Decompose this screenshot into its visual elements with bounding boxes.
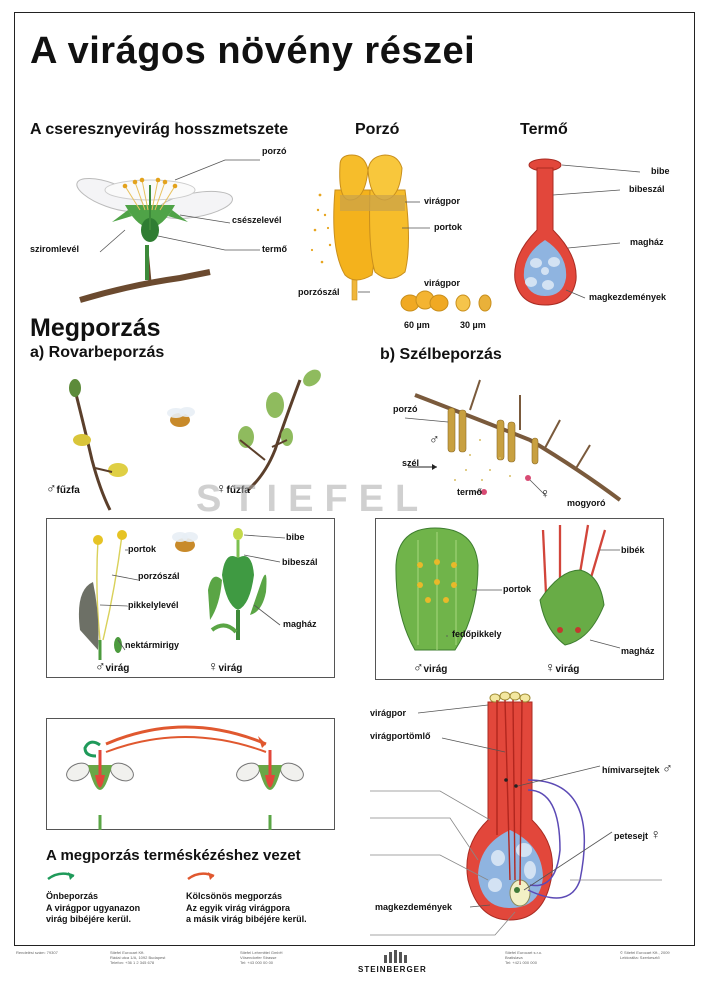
label-nektarmirigy: nektármirigy bbox=[125, 640, 180, 650]
heading-stamen: Porzó bbox=[355, 121, 400, 138]
label-wind-porzo: porzó bbox=[393, 404, 418, 414]
page-title: A virágos növény részei bbox=[30, 30, 476, 72]
label-wind-virag-male: ♂virág bbox=[413, 659, 448, 675]
label-pt-viragportomlo: virágportömlő bbox=[370, 731, 431, 741]
footer-col2: Stiefel Lehrmittel GmbH Vösendorfer Stra… bbox=[240, 950, 283, 965]
legend-self-title: Önbeporzás bbox=[46, 891, 99, 901]
heading-result: A megporzás terméskézéshez vezet bbox=[46, 847, 301, 864]
label-bibek: bibék bbox=[621, 545, 645, 555]
female-symbol-icon: ♀ bbox=[650, 826, 662, 842]
footer-brand: STEINBERGER bbox=[358, 965, 427, 974]
label-pt-viragpor: virágpor bbox=[370, 708, 407, 718]
footer-col3: Stiefel Eurocart s.r.o. Bratislava Tel: … bbox=[505, 950, 543, 965]
label-bibe: bibe bbox=[651, 166, 670, 176]
watermark: STIEFEL bbox=[196, 478, 430, 520]
label-fuzfa-female: ♀fűzfa bbox=[216, 480, 250, 496]
label-sziromlevel: sziromlevél bbox=[30, 244, 80, 254]
label-ins-portok: portok bbox=[128, 544, 156, 554]
male-symbol-icon: ♂ bbox=[413, 659, 424, 675]
label-wind-maghaz: magház bbox=[621, 646, 655, 656]
label-viragpor: virágpor bbox=[424, 196, 461, 206]
heading-insect-pollination: a) Rovarbeporzás bbox=[30, 344, 165, 361]
heading-wind-pollination: b) Szélbeporzás bbox=[380, 346, 502, 363]
label-wind-virag-female: ♀virág bbox=[545, 659, 580, 675]
label-csészelevel: csészelevél bbox=[232, 215, 282, 225]
label-ins-virag-male: ♂virág bbox=[95, 658, 130, 674]
label-magkezdemenyek: magkezdemények bbox=[589, 292, 667, 302]
legend-cross-title: Kölcsönös megporzás bbox=[186, 891, 283, 901]
label-ins-bibeszal: bibeszál bbox=[282, 557, 318, 567]
label-pikkelylevel: pikkelylevél bbox=[128, 600, 179, 610]
legend-self-text: A virágpor ugyanazon virág bibéjére kerü… bbox=[46, 903, 141, 924]
label-ins-maghaz: magház bbox=[283, 619, 317, 629]
label-size-60: 60 µm bbox=[404, 320, 430, 330]
male-symbol-icon: ♂ bbox=[46, 480, 57, 496]
label-petesejt: petesejt ♀ bbox=[614, 826, 662, 842]
label-szel: szél bbox=[402, 458, 420, 468]
female-symbol-icon: ♀ bbox=[545, 659, 556, 675]
label-pt-magkezdemenyek: magkezdemények bbox=[375, 902, 453, 912]
footer-code: Rendelési szám: 79307 bbox=[16, 950, 58, 955]
male-symbol-icon: ♂ bbox=[95, 658, 106, 674]
heading-cherry-section: A cseresznyevirág hosszmetszete bbox=[30, 121, 289, 138]
label-viragpor-grains: virágpor bbox=[424, 278, 461, 288]
label-portok: portok bbox=[434, 222, 462, 232]
female-symbol-icon: ♀ bbox=[540, 485, 551, 501]
heading-pollination: Megporzás bbox=[30, 314, 161, 342]
heading-pistil: Termő bbox=[520, 121, 568, 138]
footer-col4: © Stiefel Eurocart Kft., 2009 Lektorálta… bbox=[620, 950, 670, 960]
label-termo: termő bbox=[262, 244, 288, 254]
label-bibeszal: bibeszál bbox=[629, 184, 665, 194]
label-mogyoro: mogyoró bbox=[567, 498, 606, 508]
label-wind-termo: termő bbox=[457, 487, 483, 497]
female-symbol-icon: ♀ bbox=[208, 658, 219, 674]
label-ins-bibe: bibe bbox=[286, 532, 305, 542]
male-symbol-icon: ♂ bbox=[662, 760, 673, 776]
label-porzoszal: porzószál bbox=[298, 287, 340, 297]
label-porzo: porzó bbox=[262, 146, 287, 156]
label-ins-porzoszal: porzószál bbox=[138, 571, 180, 581]
legend-cross-text: Az egyik virág virágpora a másik virág b… bbox=[186, 903, 307, 924]
label-wind-portok: portok bbox=[503, 584, 531, 594]
male-symbol-icon: ♂ bbox=[429, 431, 440, 447]
label-himivarsejtek: hímivarsejtek ♂ bbox=[602, 760, 673, 776]
label-size-30: 30 µm bbox=[460, 320, 486, 330]
footer-col1: Stiefel Eurocart Kft. Rádai utca 1/A, 10… bbox=[110, 950, 166, 965]
label-fedopikkely: fedőpikkely bbox=[452, 629, 502, 639]
label-fuzfa-male: ♂fűzfa bbox=[46, 480, 80, 496]
label-ins-virag-female: ♀virág bbox=[208, 658, 243, 674]
label-maghaz: magház bbox=[630, 237, 664, 247]
female-symbol-icon: ♀ bbox=[216, 480, 227, 496]
